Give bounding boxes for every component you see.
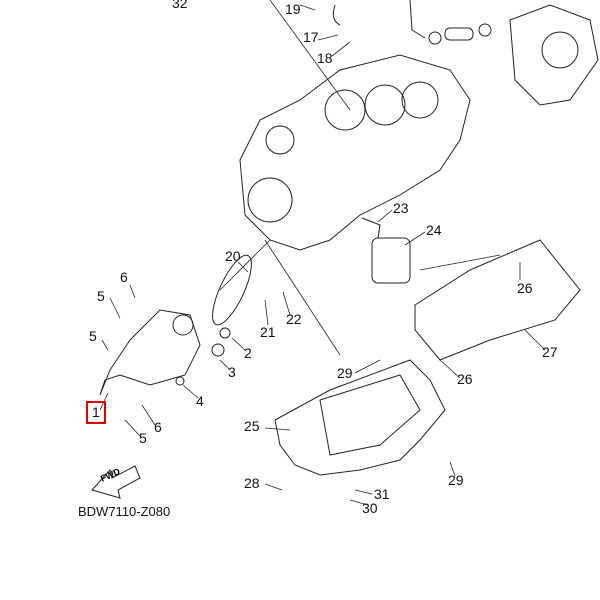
callout-30[interactable]: 30 (362, 500, 378, 516)
callout-24[interactable]: 24 (426, 222, 442, 238)
selected-part-highlight (86, 401, 106, 424)
oil-pan-drawing (274, 359, 446, 476)
callout-29[interactable]: 29 (448, 472, 464, 488)
cover-drawing (509, 4, 599, 106)
callout-6[interactable]: 6 (120, 269, 128, 285)
callout-23[interactable]: 23 (393, 200, 409, 216)
callout-32[interactable]: 32 (172, 0, 188, 11)
crankcase-drawing (239, 54, 471, 251)
callout-28[interactable]: 28 (244, 475, 260, 491)
callout-1[interactable]: 1 (92, 404, 100, 420)
oil-filter-drawing (361, 217, 411, 284)
callout-3[interactable]: 3 (228, 364, 236, 380)
callout-6[interactable]: 6 (154, 419, 162, 435)
oil-pump-drawing (99, 254, 252, 396)
callout-5[interactable]: 5 (139, 430, 147, 446)
callout-17[interactable]: 17 (303, 29, 319, 45)
callout-26[interactable]: 26 (517, 280, 533, 296)
leader-lines (99, 0, 546, 506)
callout-31[interactable]: 31 (374, 486, 390, 502)
callout-18[interactable]: 18 (317, 50, 333, 66)
callout-29[interactable]: 29 (337, 365, 353, 381)
callout-25[interactable]: 25 (244, 418, 260, 434)
callout-20[interactable]: 20 (225, 248, 241, 264)
callout-27[interactable]: 27 (542, 344, 558, 360)
callout-5[interactable]: 5 (89, 328, 97, 344)
callout-2[interactable]: 2 (244, 345, 252, 361)
callout-26[interactable]: 26 (457, 371, 473, 387)
hoses (332, 0, 492, 45)
callout-22[interactable]: 22 (286, 311, 302, 327)
callout-19[interactable]: 19 (285, 1, 301, 17)
gasket-drawing (414, 239, 581, 361)
fwd-arrow (91, 465, 141, 499)
callout-4[interactable]: 4 (196, 393, 204, 409)
callout-5[interactable]: 5 (97, 288, 105, 304)
diagram-code: BDW7110-Z080 (78, 504, 171, 519)
callout-21[interactable]: 21 (260, 324, 276, 340)
